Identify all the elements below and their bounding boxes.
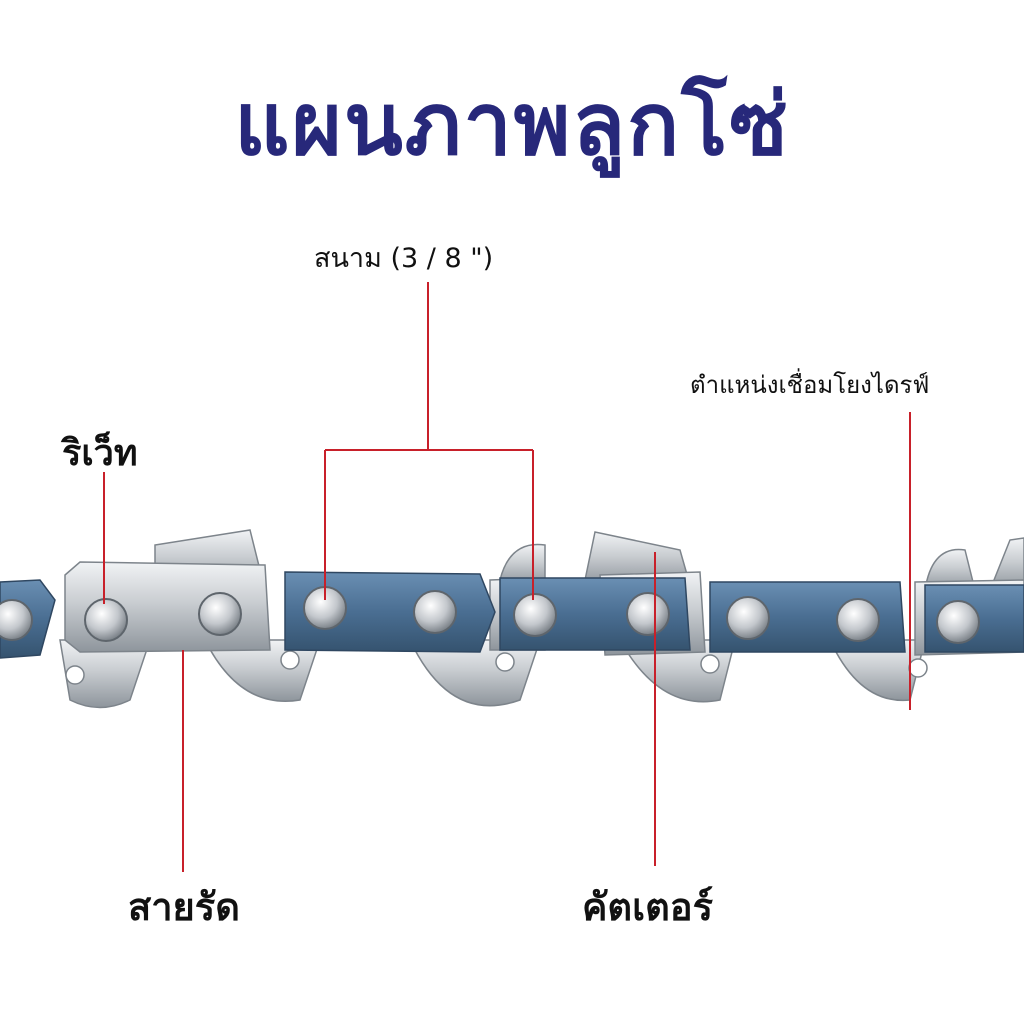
rivets	[0, 586, 980, 644]
rivet	[936, 600, 980, 644]
strap-label: สายรัด	[128, 885, 240, 929]
drive-link-hole	[280, 650, 300, 670]
rivet-label: ริเว็ท	[62, 433, 138, 474]
rivet	[513, 593, 557, 637]
rivet	[836, 598, 880, 642]
rivet	[0, 599, 33, 641]
drive-link	[59, 639, 152, 709]
drive-link-hole	[908, 658, 928, 678]
drive-link-hole	[495, 652, 515, 672]
cutter-tooth	[924, 548, 976, 591]
drive-links	[59, 639, 928, 709]
pitch-label: สนาม (3 / 8 ")	[314, 243, 494, 274]
page-title: แผนภาพลูกโซ่	[234, 75, 790, 175]
rivet	[626, 592, 670, 636]
rivet	[84, 598, 128, 642]
leader-lines	[103, 282, 911, 872]
drive-link-hole	[65, 665, 85, 685]
drive-link-hole	[700, 654, 720, 674]
rivet	[726, 596, 770, 640]
rivet	[413, 590, 457, 634]
pitch-bracket	[324, 282, 534, 600]
rivet	[198, 592, 242, 636]
drive-link-position-label: ตำแหน่งเชื่อมโยงไดรฟ์	[690, 371, 930, 399]
cutter-label: คัตเตอร์	[582, 885, 713, 929]
